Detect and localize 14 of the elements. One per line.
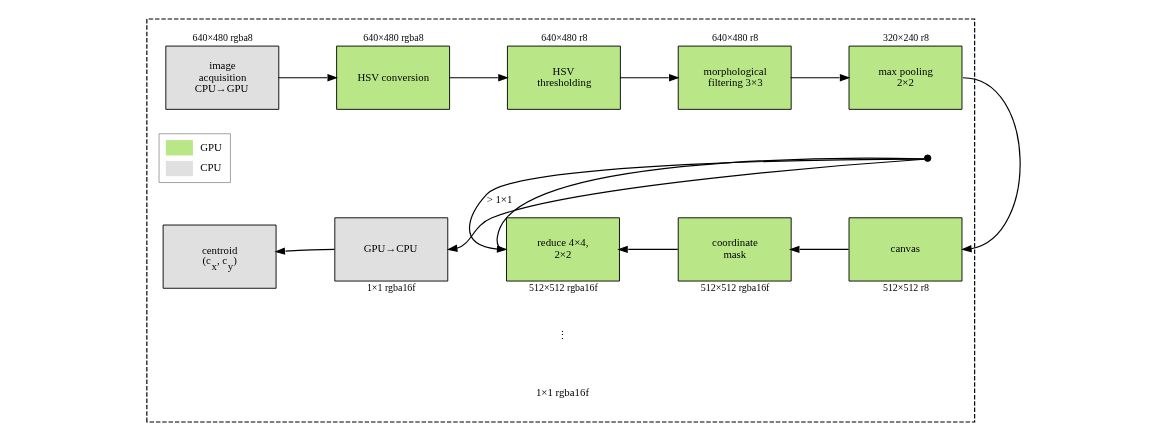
- node-label: 640×480 r8: [711, 32, 758, 44]
- node-label: 512×512 r8: [882, 281, 929, 293]
- node-label: 320×240 r8: [882, 32, 929, 44]
- legend-label: CPU: [199, 161, 221, 174]
- node-label: 640×480 rgba8: [191, 32, 253, 44]
- label: ⋮: [556, 328, 568, 341]
- node-label: 640×480 r8: [540, 32, 587, 44]
- node-label: 512×512 rgba16f: [528, 281, 598, 293]
- edge-label: > 1×1: [486, 192, 512, 205]
- label: 1×1 rgba16f: [535, 385, 589, 398]
- legend-label: GPU: [199, 140, 222, 153]
- node-label: 512×512 rgba16f: [700, 281, 769, 293]
- node-label: 1×1 rgba16f: [366, 281, 416, 293]
- node-label: 640×480 rgba8: [362, 32, 424, 44]
